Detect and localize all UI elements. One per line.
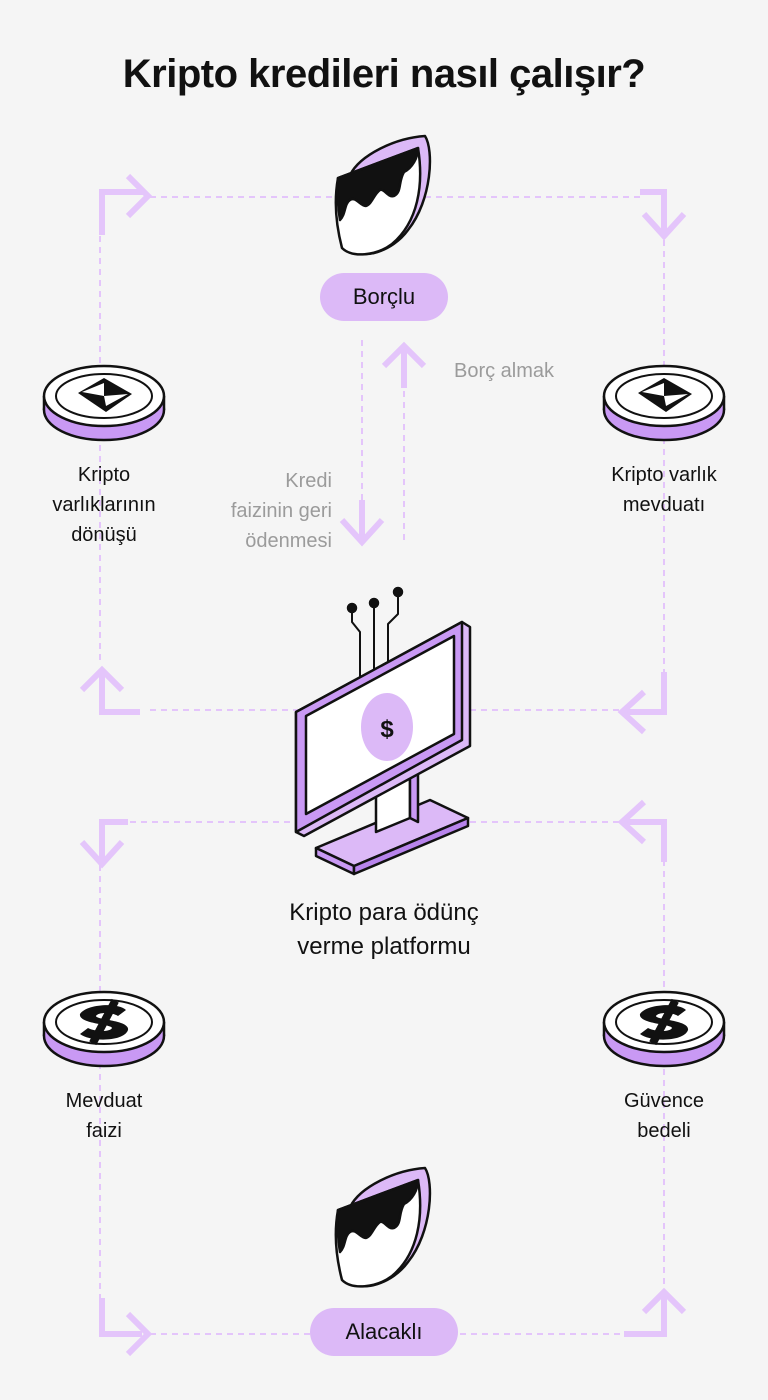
deposit-interest-label: Mevduat faizi: [24, 1086, 184, 1146]
lender-head-icon: [334, 1166, 432, 1288]
ethereum-coin-icon-left: [42, 364, 166, 442]
repay-label-line: ödenmesi: [245, 530, 332, 552]
collateral-fee-line: bedeli: [637, 1120, 691, 1142]
collateral-fee-label: Güvence bedeli: [584, 1086, 744, 1146]
return-assets-line: varlıklarının: [52, 494, 156, 516]
borrower-head-icon: [334, 134, 432, 256]
repay-label: Kredi faizinin geri ödenmesi: [176, 466, 332, 556]
lender-node: Alacaklı: [310, 1308, 458, 1356]
svg-text:$: $: [380, 716, 394, 743]
page-title: Kripto kredileri nasıl çalışır?: [122, 52, 646, 96]
ethereum-coin-icon-right: [602, 364, 726, 442]
platform-label-line: Kripto para ödünç: [289, 899, 479, 926]
deposit-assets-label: Kripto varlık mevduatı: [584, 460, 744, 520]
return-assets-label: Kripto varlıklarının dönüşü: [24, 460, 184, 550]
repay-label-line: faizinin geri: [230, 500, 332, 522]
repay-label-line: Kredi: [285, 470, 332, 492]
deposit-interest-line: faizi: [86, 1120, 122, 1142]
borrow-label: Borç almak: [453, 360, 555, 382]
deposit-assets-line: Kripto varlık: [611, 464, 717, 486]
borrower-node: Borçlu: [320, 273, 448, 321]
monitor-dollar-icon: $: [294, 586, 472, 876]
collateral-fee-line: Güvence: [623, 1090, 705, 1112]
dollar-coin-icon-left: [42, 990, 166, 1068]
return-assets-line: dönüşü: [71, 524, 137, 546]
return-assets-line: Kripto: [77, 464, 131, 486]
deposit-assets-line: mevduatı: [622, 494, 706, 516]
platform-label-line: verme platformu: [297, 933, 471, 960]
platform-label: Kripto para ödünç verme platformu: [184, 896, 584, 964]
dollar-coin-icon-right: [602, 990, 726, 1068]
deposit-interest-line: Mevduat: [65, 1090, 143, 1112]
